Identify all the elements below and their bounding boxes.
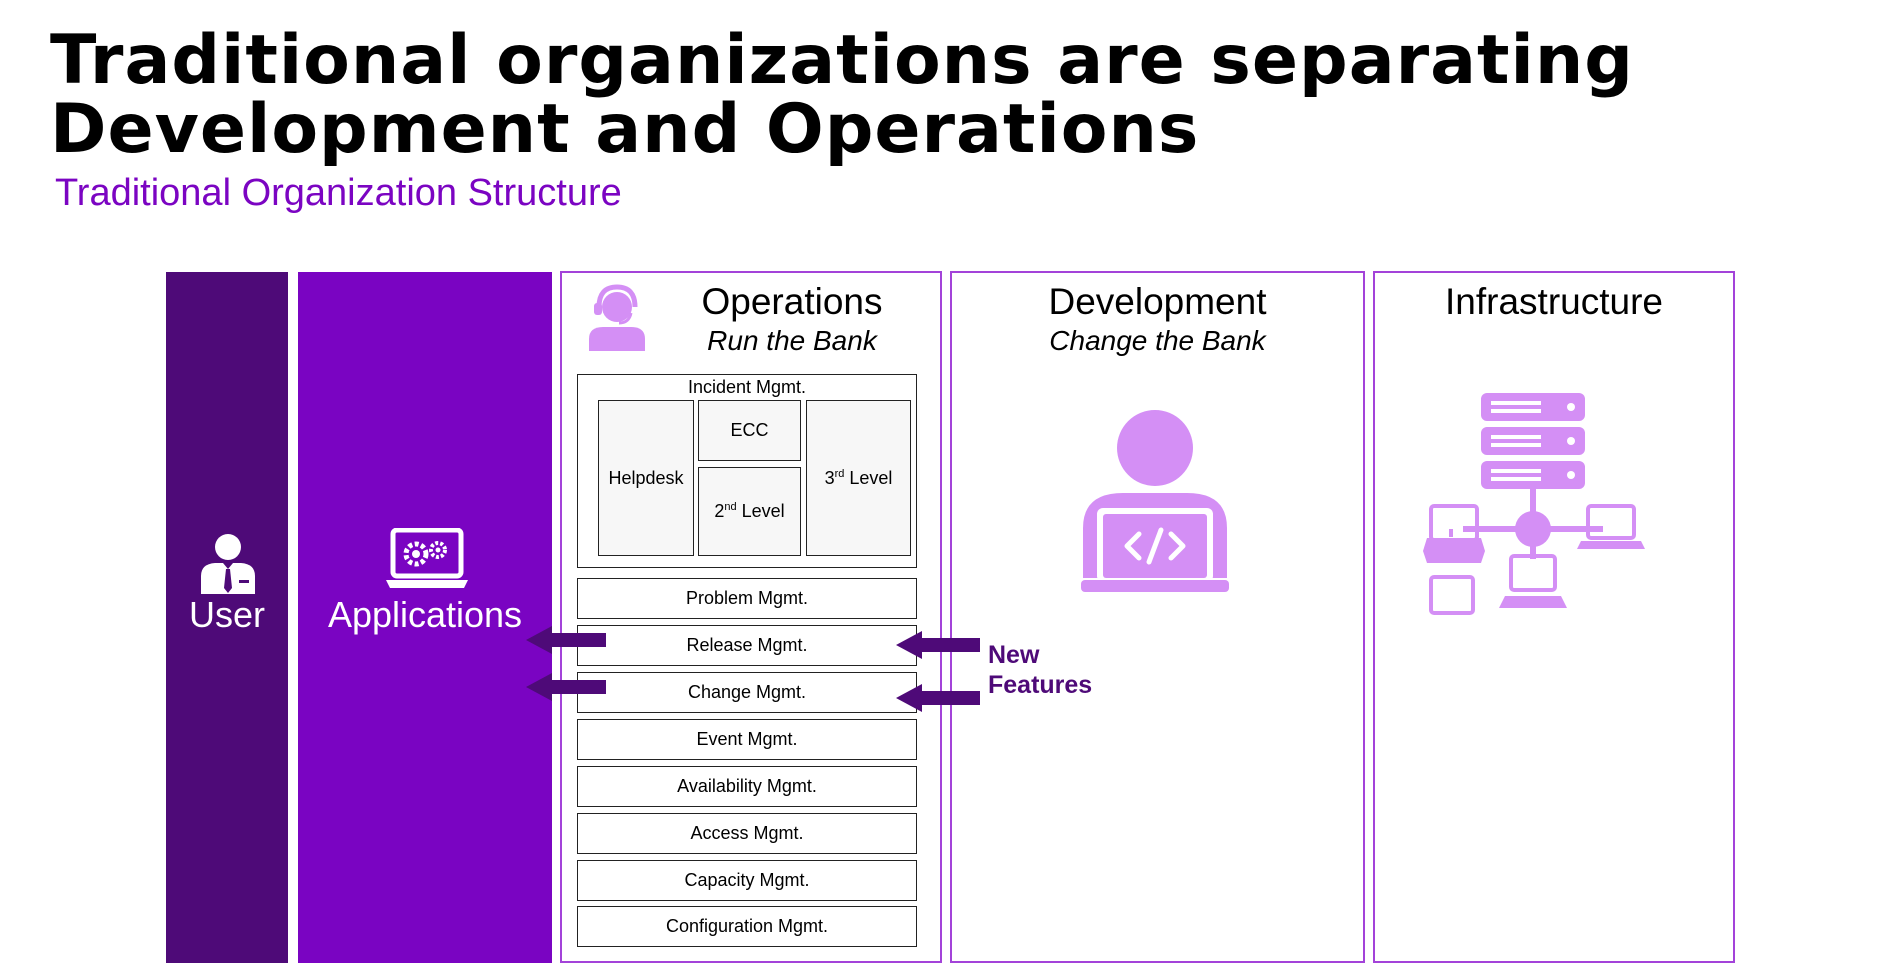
- laptop-gears-icon: [386, 528, 468, 588]
- headset-agent-icon: [589, 284, 645, 351]
- user-label: User: [188, 594, 265, 635]
- event-mgmt-box: Event Mgmt.: [577, 719, 917, 760]
- second-level-box: 2nd Level: [698, 467, 801, 556]
- title-line-1: Traditional organizations are separating: [50, 21, 1634, 100]
- problem-mgmt-box: Problem Mgmt.: [577, 578, 917, 619]
- change-mgmt-box: Change Mgmt.: [577, 672, 917, 713]
- configuration-mgmt-box: Configuration Mgmt.: [577, 906, 917, 947]
- arrow-features-to-release: [896, 631, 980, 659]
- access-mgmt-box: Access Mgmt.: [577, 813, 917, 854]
- arrow-change-to-applications: [526, 673, 606, 701]
- release-mgmt-box: Release Mgmt.: [577, 625, 917, 666]
- ecc-box: ECC: [698, 400, 801, 461]
- user-column: User: [166, 272, 288, 963]
- user-icon: [201, 534, 255, 594]
- helpdesk-box: Helpdesk: [598, 400, 694, 556]
- operations-subtitle: Run the Bank: [707, 325, 877, 356]
- operations-title: Operations: [701, 281, 883, 322]
- developer-laptop-icon: [1081, 410, 1229, 592]
- arrow-release-to-applications: [526, 626, 606, 654]
- third-level-box: 3rd Level: [806, 400, 911, 556]
- applications-column: Applications: [298, 272, 552, 963]
- infrastructure-title: Infrastructure: [1445, 281, 1663, 322]
- development-title: Development: [1048, 281, 1267, 322]
- title-line-2: Development and Operations: [50, 90, 1200, 169]
- page-title: Traditional organizations are separating…: [50, 26, 1850, 164]
- applications-label: Applications: [327, 594, 523, 635]
- page-subtitle: Traditional Organization Structure: [55, 172, 622, 214]
- development-subtitle: Change the Bank: [1049, 325, 1266, 356]
- arrow-features-to-change: [896, 684, 980, 712]
- infrastructure-panel: Infrastructure: [1373, 271, 1735, 963]
- availability-mgmt-box: Availability Mgmt.: [577, 766, 917, 807]
- development-panel: Development Change the Bank: [950, 271, 1365, 963]
- new-features-label: New Features: [988, 641, 1093, 699]
- capacity-mgmt-box: Capacity Mgmt.: [577, 860, 917, 901]
- server-network-icon: [1423, 393, 1645, 615]
- incident-mgmt-label: Incident Mgmt.: [687, 377, 807, 397]
